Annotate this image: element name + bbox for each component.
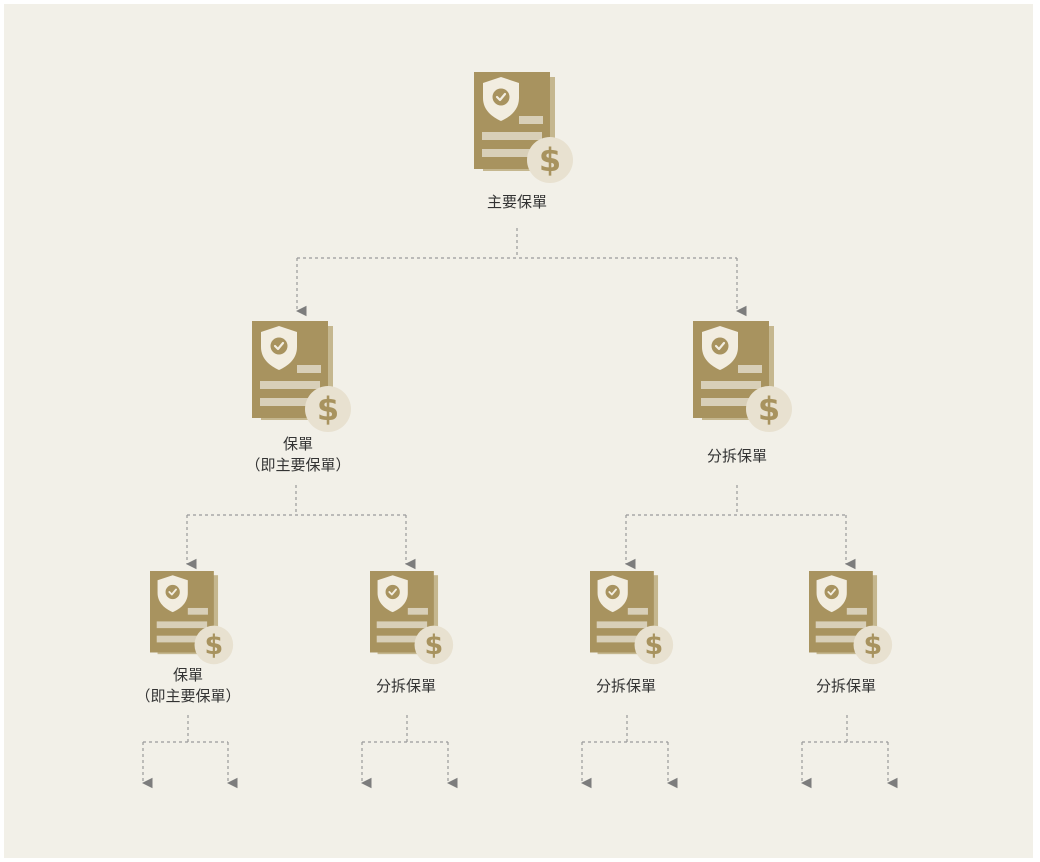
policy-document-icon-level1-right — [691, 319, 794, 434]
node-level2-a-line1: 保單 — [172, 666, 204, 684]
policy-document-icon-level2-c — [589, 570, 675, 666]
node-level2-c-line1: 分拆保單 — [595, 677, 657, 695]
node-level2-d-label: 分拆保單 — [816, 676, 876, 697]
node-level1-left-line1: 保單 — [282, 435, 314, 453]
node-level1-right-line1: 分拆保單 — [706, 447, 768, 465]
policy-tree-diagram: $ — [141, 70, 898, 789]
node-level1-left-label: 保單 （即主要保單） — [245, 434, 350, 476]
node-level2-a-line2: （即主要保單） — [135, 687, 241, 705]
policy-document-icon-level1-left — [250, 319, 353, 434]
node-level2-b-line1: 分拆保單 — [375, 677, 437, 695]
policy-document-icon-level2-a — [149, 570, 235, 666]
connector-lines — [141, 228, 898, 789]
diagram-canvas: $ 主要保單 保單 （即主要保單） 分拆保單 保單 （即主要保單） 分拆保單 分… — [4, 4, 1033, 858]
node-root-label: 主要保單 — [487, 192, 547, 213]
document-icons — [149, 70, 894, 666]
node-root-line1: 主要保單 — [486, 193, 548, 211]
policy-document-icon-root — [472, 70, 575, 185]
node-level2-d-line1: 分拆保單 — [815, 677, 877, 695]
node-level1-left-line2: （即主要保單） — [245, 456, 351, 474]
node-level1-right-label: 分拆保單 — [707, 446, 767, 467]
node-level2-a-label: 保單 （即主要保單） — [135, 665, 240, 707]
policy-document-icon-level2-b — [369, 570, 455, 666]
node-level2-c-label: 分拆保單 — [596, 676, 656, 697]
policy-document-icon-level2-d — [808, 570, 894, 666]
node-level2-b-label: 分拆保單 — [376, 676, 436, 697]
